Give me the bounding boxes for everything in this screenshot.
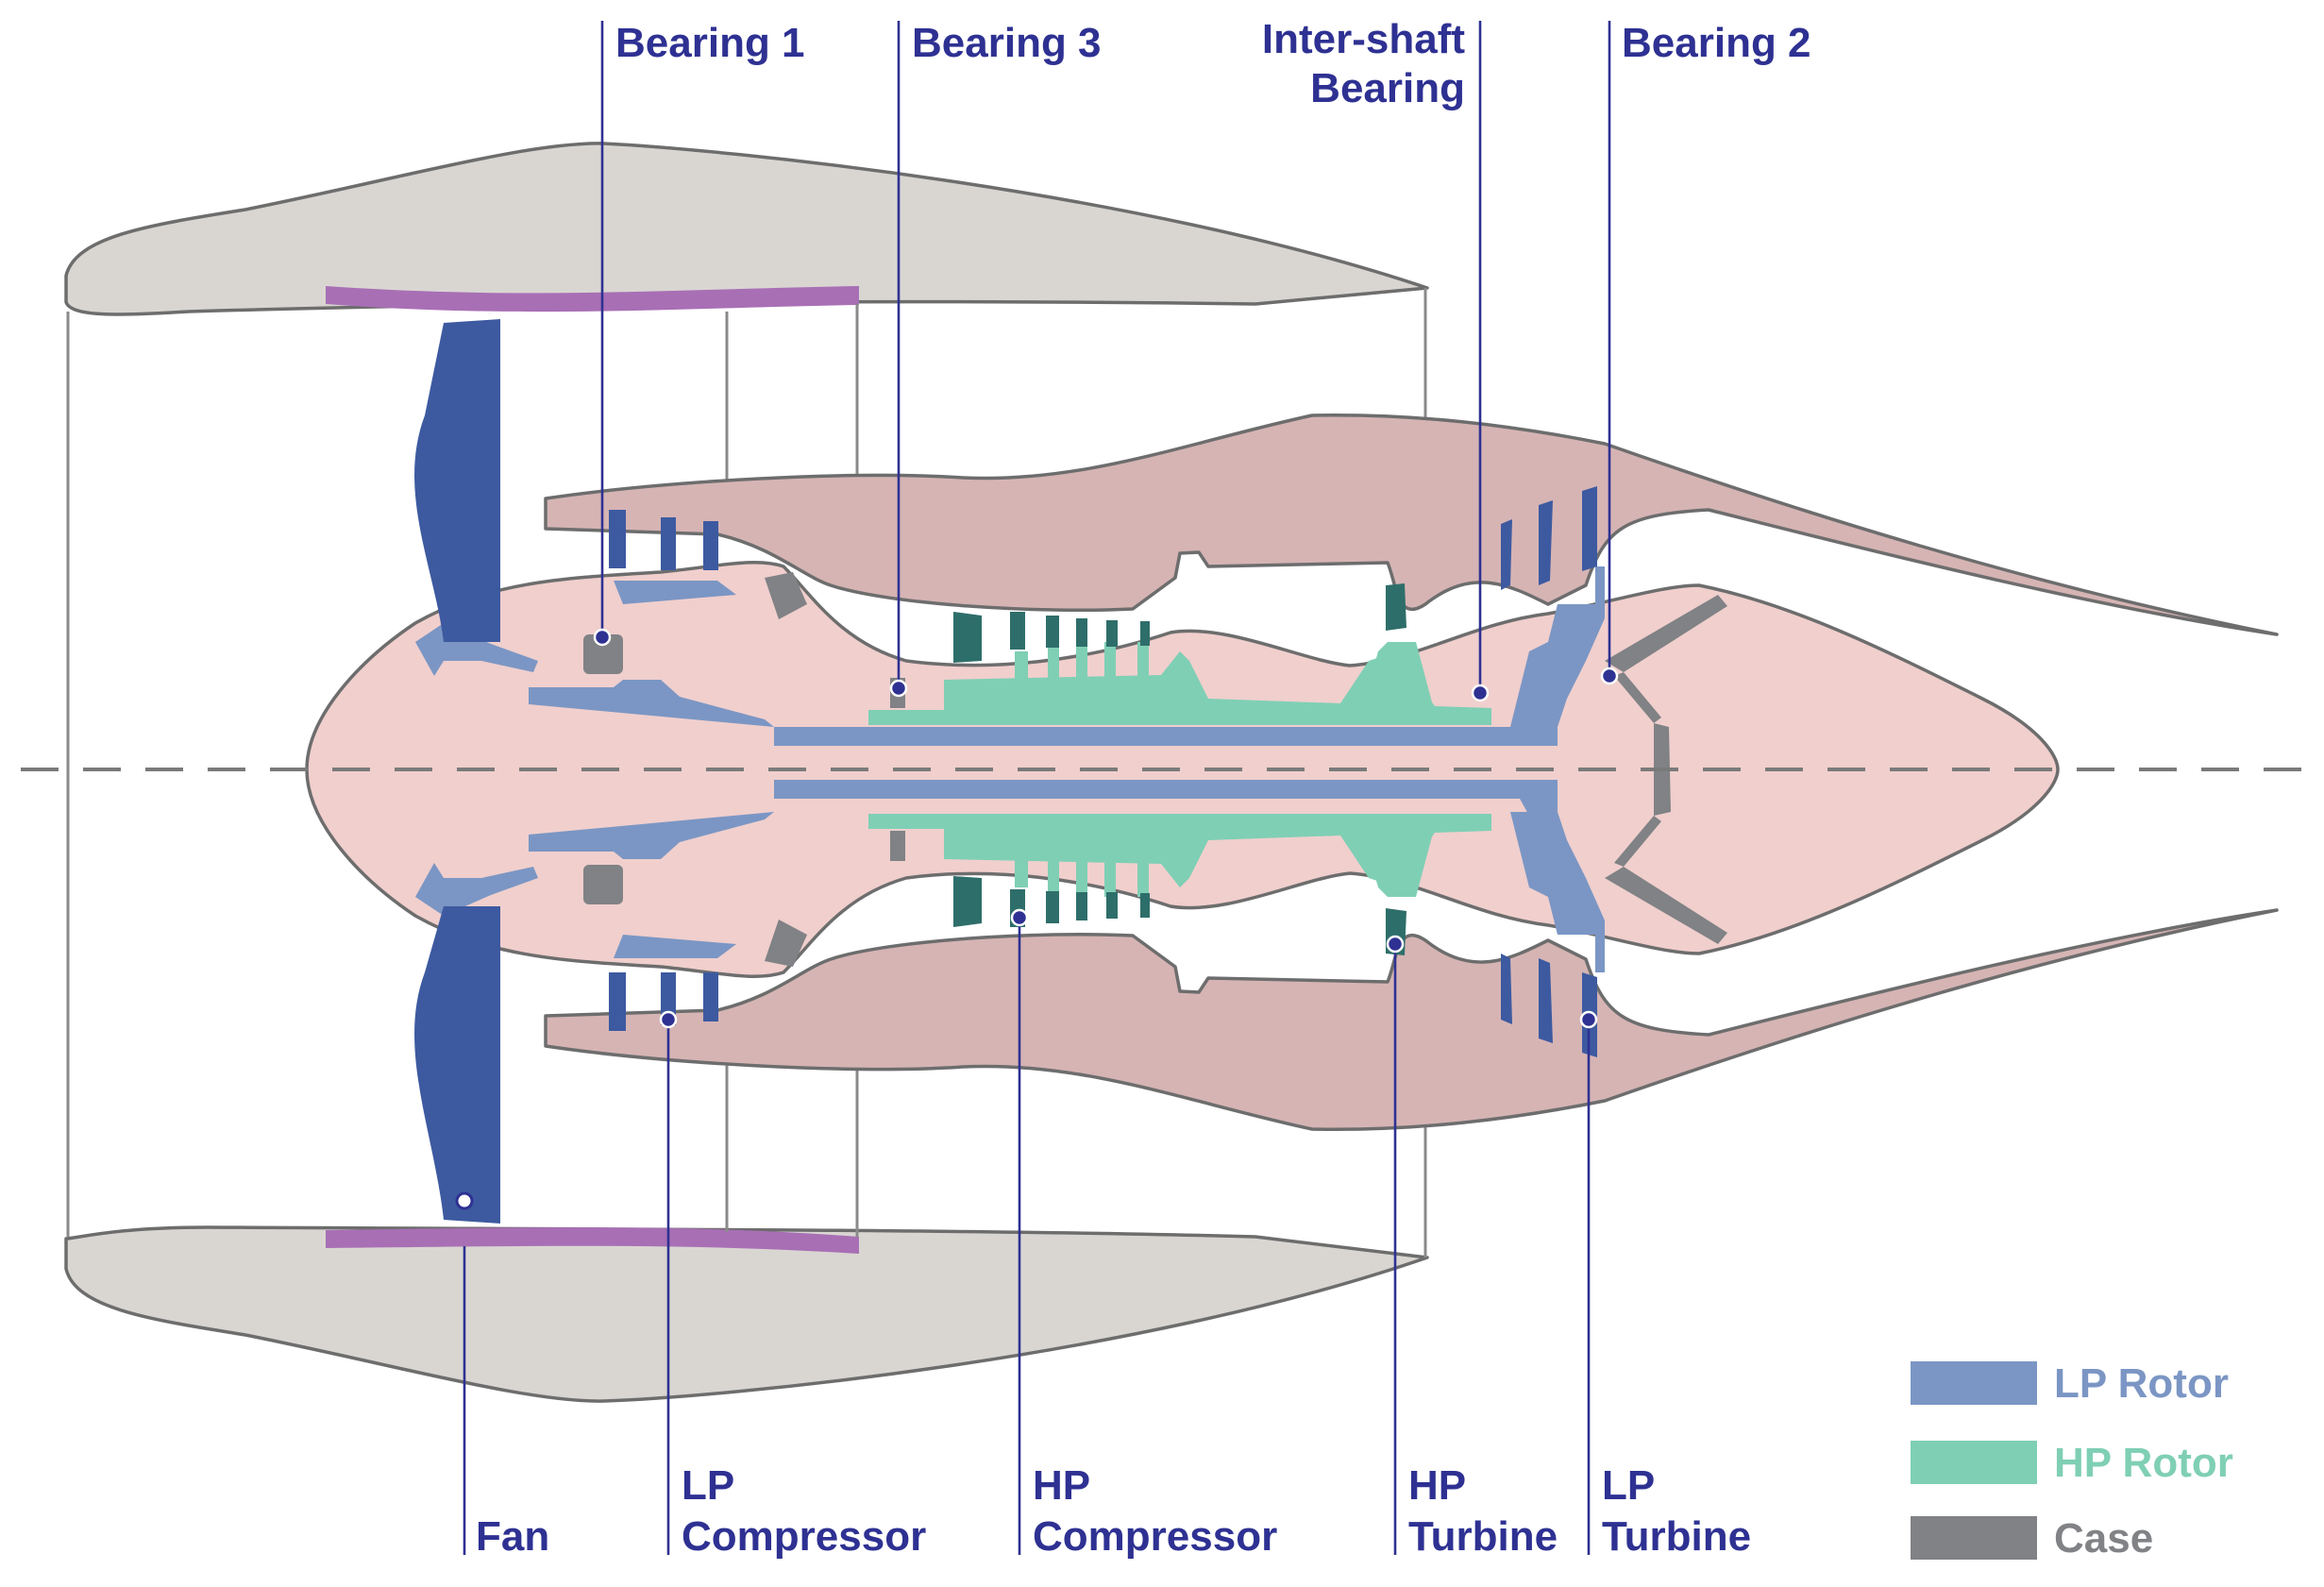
bearing1-housing-upper <box>583 634 623 674</box>
lp-compressor-blades-upper <box>609 510 718 570</box>
hp-compressor-blades-upper <box>953 612 1150 663</box>
lp-booster-arm-upper <box>614 581 736 604</box>
legend-label-lp-rotor: LP Rotor <box>2054 1360 2229 1407</box>
legend: LP Rotor HP Rotor Case <box>1911 1360 2233 1562</box>
leader-dots <box>455 628 1619 1210</box>
hp-turbine-blade-upper <box>1386 583 1406 631</box>
case-front-strut-upper <box>765 572 807 619</box>
label-bearing1: Bearing 1 <box>615 20 805 66</box>
lp-compressor-drum-upper <box>529 680 774 727</box>
hp-turbine-marker <box>1386 935 1405 954</box>
leader-lines <box>463 21 1611 1555</box>
lp-turbine-disks-upper <box>1510 566 1605 727</box>
lp-turbine-marker <box>1579 1010 1598 1029</box>
core-cowl <box>544 414 2279 1131</box>
nacelle-lower <box>64 1225 1429 1403</box>
legend-swatch-lp-rotor <box>1911 1361 2037 1405</box>
label-lp-turbine-line1: LP <box>1602 1462 1655 1509</box>
bearings <box>583 634 905 904</box>
label-hp-turbine-line1: HP <box>1408 1462 1466 1509</box>
lp-compressor-marker <box>659 1010 678 1029</box>
bearing3-marker <box>889 679 908 698</box>
legend-label-hp-rotor: HP Rotor <box>2054 1440 2233 1486</box>
hp-compressor-blades-lower <box>953 876 1150 927</box>
label-hp-compressor-line1: HP <box>1033 1462 1090 1509</box>
hp-compressor-disks-upper <box>1015 642 1149 708</box>
core-cowl-lower <box>544 908 2279 1131</box>
nacelle-upper <box>64 142 1429 316</box>
bearing2-marker <box>1600 667 1619 685</box>
fan-blade-lower <box>414 906 500 1224</box>
label-intershaft-line2: Bearing <box>1310 65 1465 111</box>
core-cowl-upper <box>544 414 2279 636</box>
hp-rotor <box>868 642 1491 897</box>
label-lp-compressor-line1: LP <box>682 1462 734 1509</box>
case-rear-frame-upper <box>1605 595 1727 723</box>
hp-turbine-disk-upper <box>1359 642 1435 718</box>
hp-compressor-disks-lower <box>1015 831 1149 897</box>
bearing3-housing-lower <box>890 831 905 861</box>
fan-marker <box>455 1191 474 1210</box>
legend-swatch-hp-rotor <box>1911 1441 2037 1484</box>
fan-blade-upper <box>414 319 500 642</box>
lp-turbine-disks-lower <box>1510 812 1605 972</box>
intershaft-bearing-marker <box>1471 684 1490 702</box>
lp-turbine-blades-lower <box>1501 954 1597 1057</box>
legend-label-case: Case <box>2054 1515 2153 1562</box>
hp-compressor-marker <box>1010 908 1029 927</box>
lp-compressor-drum-lower <box>529 812 774 859</box>
label-bearing3: Bearing 3 <box>912 20 1102 66</box>
label-lp-turbine-line2: Turbine <box>1602 1513 1751 1560</box>
hp-turbine-disk-lower <box>1359 821 1435 897</box>
bearing1-housing-lower <box>583 865 623 904</box>
nacelle <box>64 142 1429 1403</box>
lp-shaft-upper <box>774 710 1558 746</box>
lp-turbine-blades-upper <box>1501 486 1597 590</box>
label-intershaft-line1: Inter-shaft <box>1262 16 1465 62</box>
label-hp-compressor-line2: Compressor <box>1033 1513 1277 1560</box>
lp-booster-arm-lower <box>614 935 736 958</box>
legend-swatch-case <box>1911 1516 2037 1560</box>
label-bearing2: Bearing 2 <box>1622 20 1811 66</box>
lp-shaft-lower <box>774 780 1558 816</box>
label-lp-compressor-line2: Compressor <box>682 1513 926 1560</box>
lp-blades <box>414 319 1597 1224</box>
fan-case-liner-upper <box>326 286 859 312</box>
lp-front-hub-lower <box>415 863 538 916</box>
label-hp-turbine-line2: Turbine <box>1408 1513 1558 1560</box>
case-front-strut-lower <box>765 920 807 967</box>
label-fan: Fan <box>476 1513 549 1560</box>
bearing1-marker <box>593 628 612 647</box>
labels: Bearing 1 Bearing 3 Inter-shaft Bearing … <box>476 16 1811 1560</box>
case-rear-frame-lower <box>1605 816 1727 944</box>
fan-case-liner-lower <box>326 1227 859 1254</box>
